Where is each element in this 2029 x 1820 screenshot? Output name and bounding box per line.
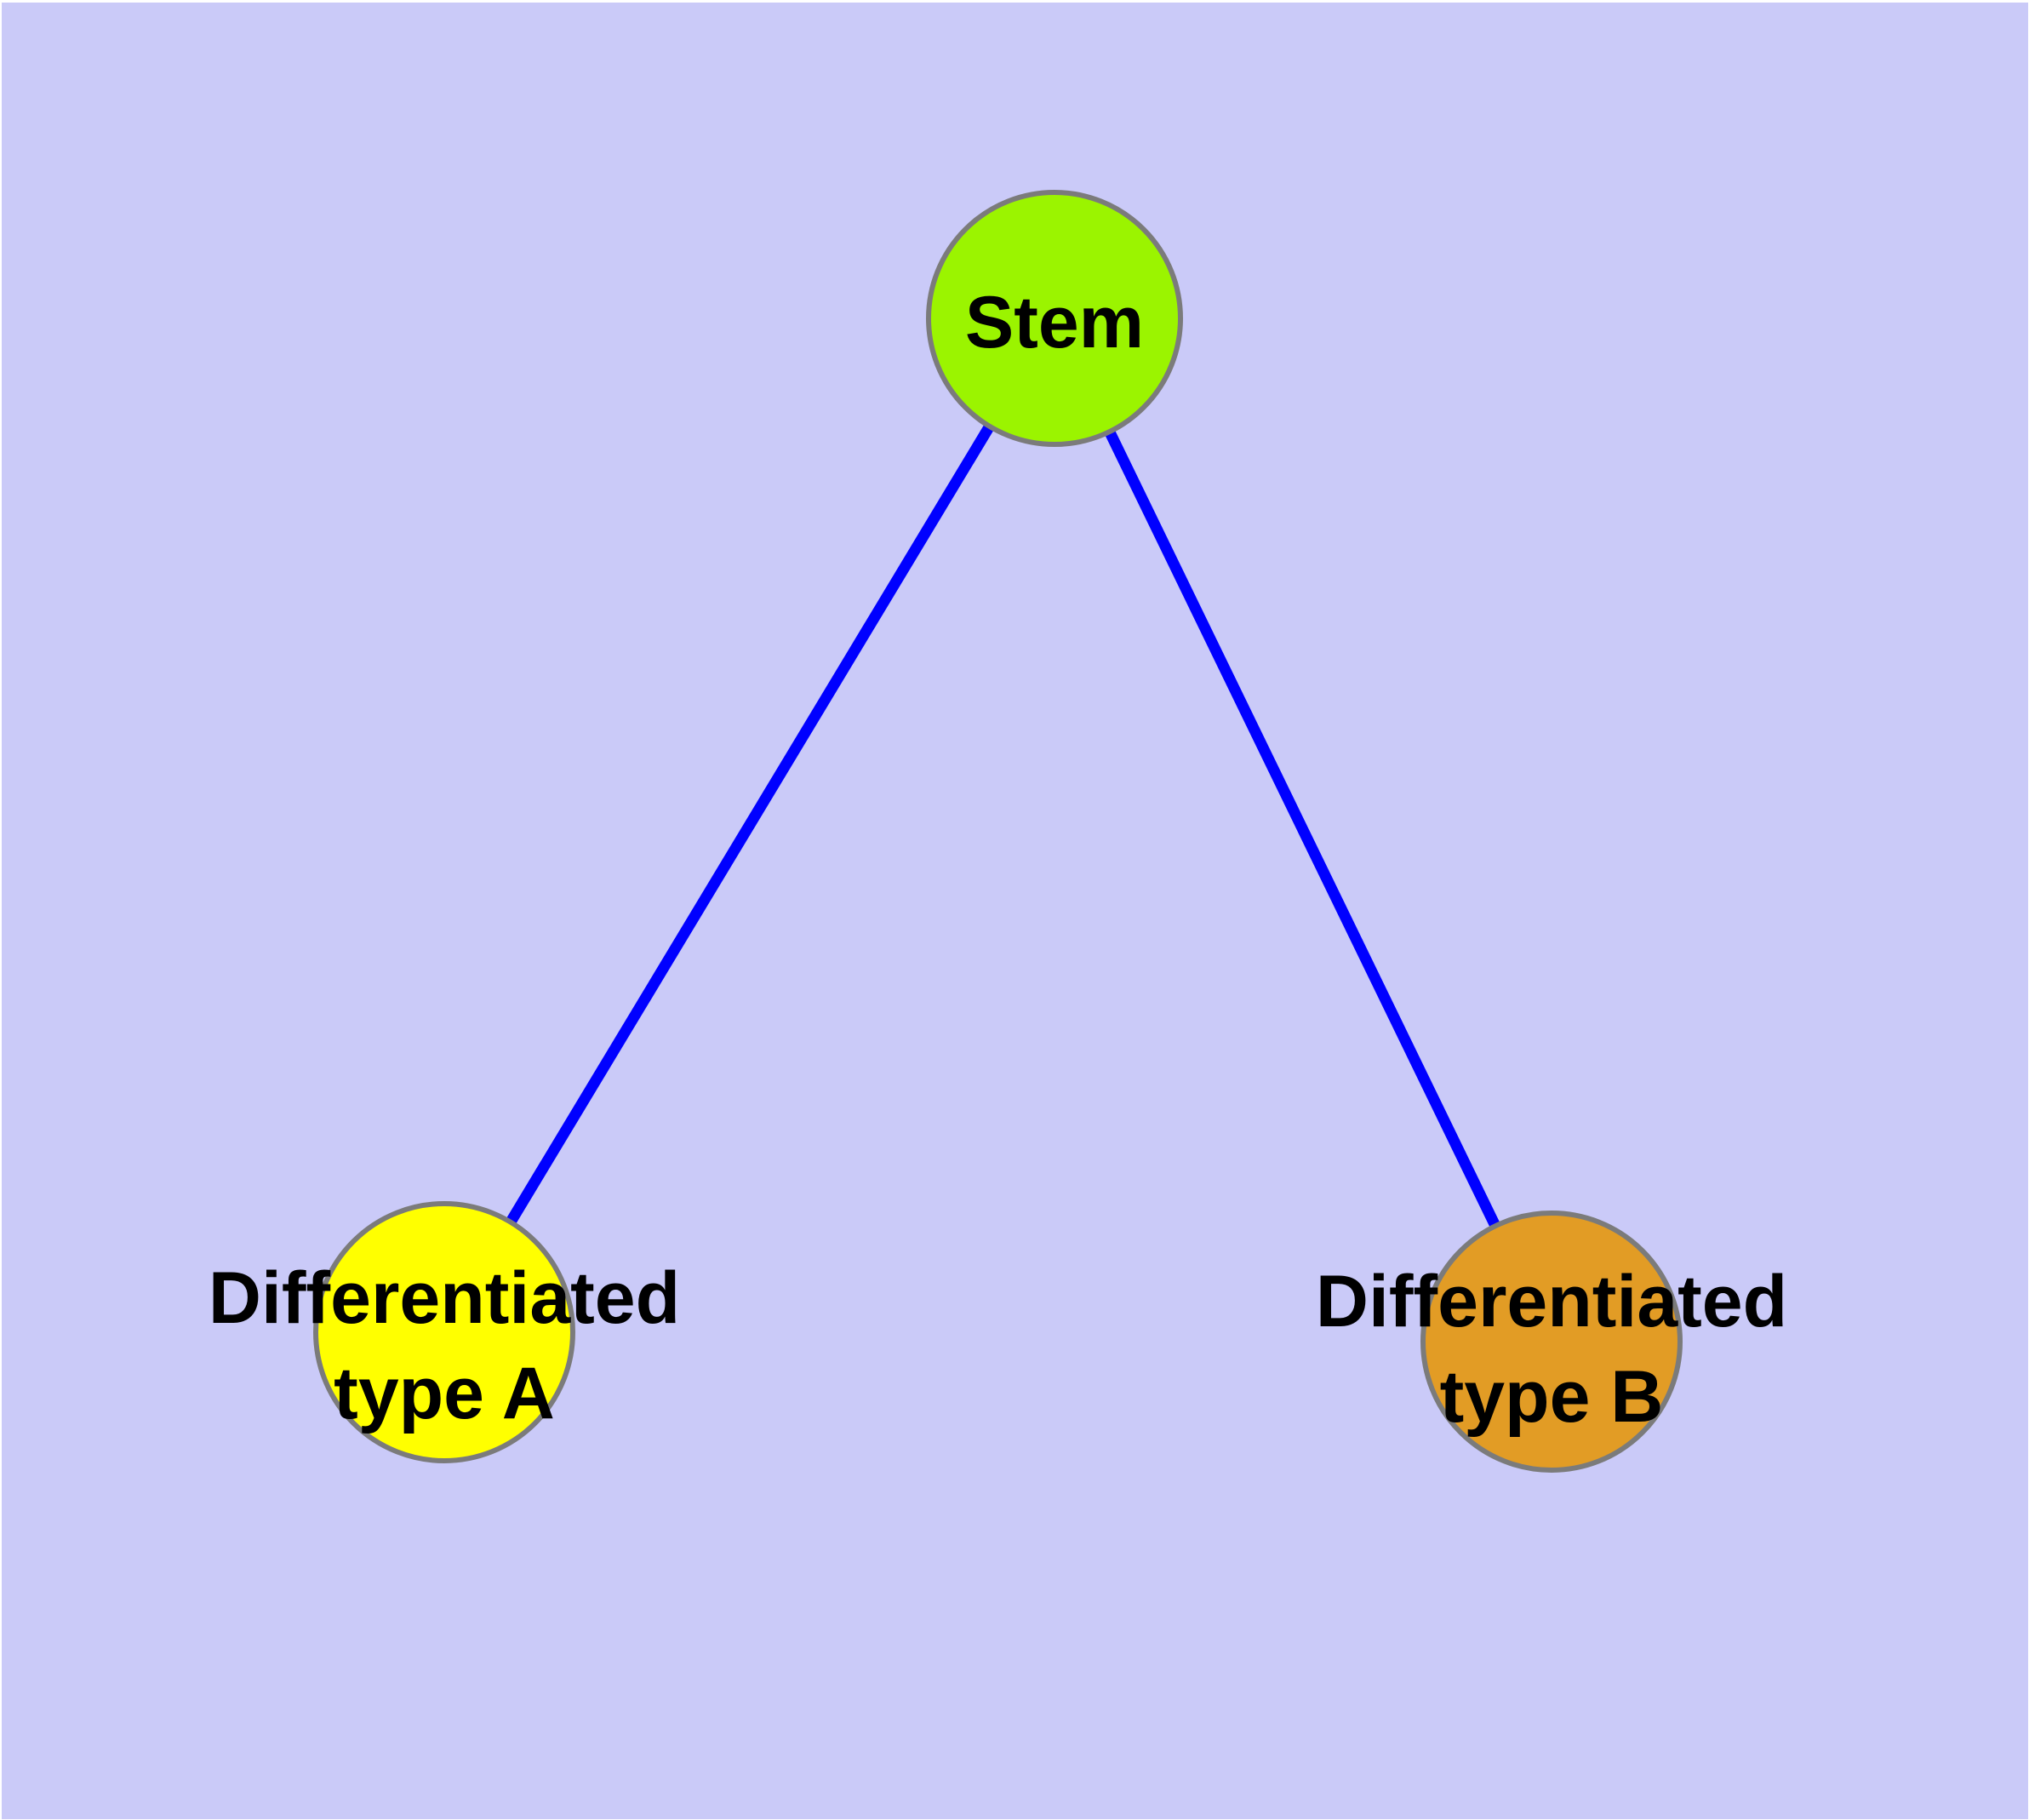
node-label-line: Differentiated <box>208 1257 681 1339</box>
graph-svg <box>313 190 1683 1473</box>
edge-stem-to-type-a <box>439 315 1060 1336</box>
node-label-type-b: Differentiated type B <box>1316 1254 1787 1445</box>
node-circle-stem <box>926 190 1183 447</box>
node-label-line: type B <box>1439 1356 1664 1438</box>
node-label-line: Stem <box>964 282 1145 363</box>
edge-stem-to-type-b <box>1049 316 1557 1344</box>
node-circle-type-b <box>1420 1210 1683 1473</box>
node-label-type-a: Differentiated type A <box>209 1251 680 1441</box>
node-label-stem: Stem <box>965 275 1144 370</box>
graph-canvas: Stem Differentiated type A Differentiate… <box>2 3 2028 1819</box>
node-label-line: type A <box>334 1353 555 1434</box>
node-label-line: Differentiated <box>1315 1261 1788 1342</box>
node-circle-type-a <box>313 1201 575 1463</box>
